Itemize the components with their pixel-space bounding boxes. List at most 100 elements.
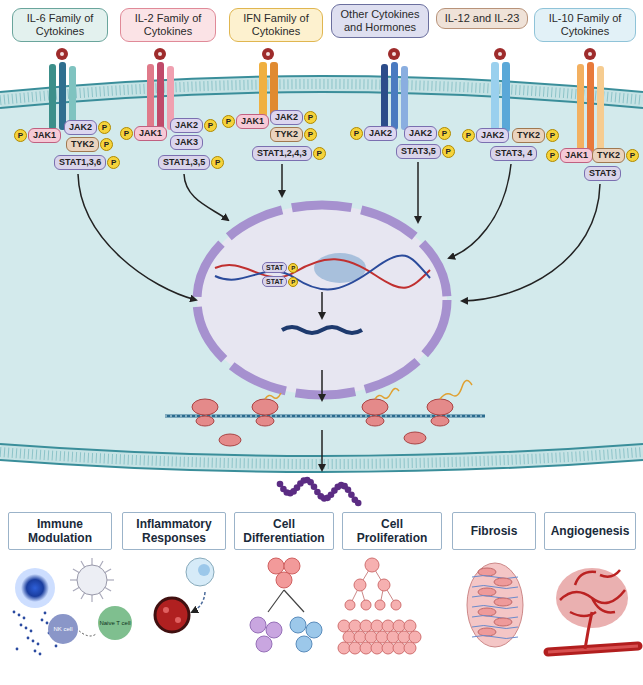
art-shape xyxy=(378,579,390,591)
phosphate-circle: P xyxy=(546,149,559,162)
kinase-label: STAT3, 4 xyxy=(490,146,537,161)
kinase-label: TYK2 xyxy=(270,127,303,142)
art-shape xyxy=(262,48,274,60)
receptors xyxy=(49,62,604,152)
phosphate-circle: P xyxy=(120,127,133,140)
node-text: P xyxy=(463,130,474,141)
node-text: IFN Family of Cytokines xyxy=(234,12,318,38)
art-shape xyxy=(321,430,323,470)
node-text: P xyxy=(627,150,638,161)
node-text: IL-10 Family of Cytokines xyxy=(539,12,631,38)
cytokine-family-box: IFN Family of Cytokines xyxy=(229,8,323,42)
cytokine-dot xyxy=(16,648,19,651)
art-shape xyxy=(391,600,401,610)
node-text: JAK3 xyxy=(175,137,198,148)
node-text: Cell Differentiation xyxy=(239,517,329,545)
art-shape xyxy=(494,48,506,60)
phosphate-circle: P xyxy=(288,263,298,273)
node-text: TYK2 xyxy=(517,130,540,141)
fibrotic-cell xyxy=(494,598,512,606)
node-text: P xyxy=(351,128,362,139)
kinase-label: STAT1,2,4,3 xyxy=(252,146,312,161)
proliferating-cell xyxy=(398,631,410,643)
proliferating-cell xyxy=(338,642,350,654)
art-shape xyxy=(306,622,322,638)
proliferating-cell xyxy=(371,620,383,632)
phosphate-circle: P xyxy=(100,138,113,151)
art-shape xyxy=(462,184,600,301)
art-shape xyxy=(548,646,638,652)
ribosome-strip xyxy=(165,380,485,446)
phosphate-circle: P xyxy=(304,111,317,124)
phosphate-circle: P xyxy=(438,127,451,140)
node-text: P xyxy=(223,116,234,127)
phosphate-circle: P xyxy=(204,119,217,132)
cytokine-family-box: IL-6 Family of Cytokines xyxy=(12,8,108,42)
cell-interior xyxy=(0,84,643,464)
cytokine-family-box: IL-2 Family of Cytokines xyxy=(120,8,216,42)
stat-dimer: STAT xyxy=(262,276,287,287)
kinase-label: JAK2 xyxy=(170,118,203,133)
node-text: STAT3, 4 xyxy=(495,148,532,159)
art-shape xyxy=(256,416,274,426)
cytokine-dot xyxy=(13,611,16,614)
proliferating-cell xyxy=(354,631,366,643)
kinase-label: JAK1 xyxy=(28,128,61,143)
node-text: P xyxy=(305,112,316,123)
art-shape xyxy=(196,416,214,426)
angiogenesis-illustration xyxy=(548,568,638,652)
collagen-fiber xyxy=(472,616,518,619)
outcome-box: Immune Modulation xyxy=(8,512,112,550)
art-shape xyxy=(585,612,592,649)
outcome-box: Fibrosis xyxy=(452,512,536,550)
phosphate-circle: P xyxy=(313,147,326,160)
art-shape xyxy=(597,66,604,152)
node-text: Naive T cell xyxy=(99,620,130,627)
art-shape xyxy=(192,592,205,612)
node-text: STAT3 xyxy=(589,168,616,179)
node-text: P xyxy=(108,157,119,168)
art-shape xyxy=(215,259,430,288)
fibrotic-cell xyxy=(478,608,496,616)
fibrotic-cell xyxy=(478,588,496,596)
phosphate-circle: P xyxy=(107,156,120,169)
phosphate-circle: P xyxy=(546,129,559,142)
art-shape xyxy=(290,617,306,633)
phosphate-circle: P xyxy=(350,127,363,140)
art-shape xyxy=(417,162,419,222)
proliferating-cell xyxy=(349,642,361,654)
fibrotic-cell xyxy=(494,618,512,626)
kinase-label: JAK3 xyxy=(170,135,203,150)
art-shape xyxy=(401,66,408,130)
art-shape xyxy=(158,52,162,56)
art-shape xyxy=(296,636,312,652)
art-shape xyxy=(265,393,281,399)
art-shape xyxy=(381,64,388,130)
art-shape xyxy=(375,600,385,610)
node-text: JAK2 xyxy=(481,130,504,141)
art-shape xyxy=(198,564,210,576)
dna xyxy=(215,253,430,289)
art-shape xyxy=(77,565,107,595)
inflammation-illustration xyxy=(155,558,214,632)
art-shape xyxy=(391,62,398,130)
art-shape xyxy=(361,600,371,610)
node-text: P xyxy=(547,150,558,161)
cytokine-dot xyxy=(18,614,21,617)
proliferating-cell xyxy=(343,631,355,643)
cytokine-dot xyxy=(44,612,47,615)
cytokine-dot xyxy=(37,643,40,646)
art-shape xyxy=(362,399,388,415)
art-shape xyxy=(502,62,510,132)
kinase-label: JAK2 xyxy=(64,120,97,135)
kinase-label: JAK2 xyxy=(476,128,509,143)
node-text: STAT xyxy=(266,263,283,272)
node-text: P xyxy=(205,120,216,131)
node-text: Angiogenesis xyxy=(549,524,631,538)
collagen-fiber xyxy=(472,586,518,589)
phosphate-circle: P xyxy=(626,149,639,162)
proliferating-cell xyxy=(349,620,361,632)
cell-cluster xyxy=(338,620,421,654)
mrna xyxy=(282,327,362,333)
